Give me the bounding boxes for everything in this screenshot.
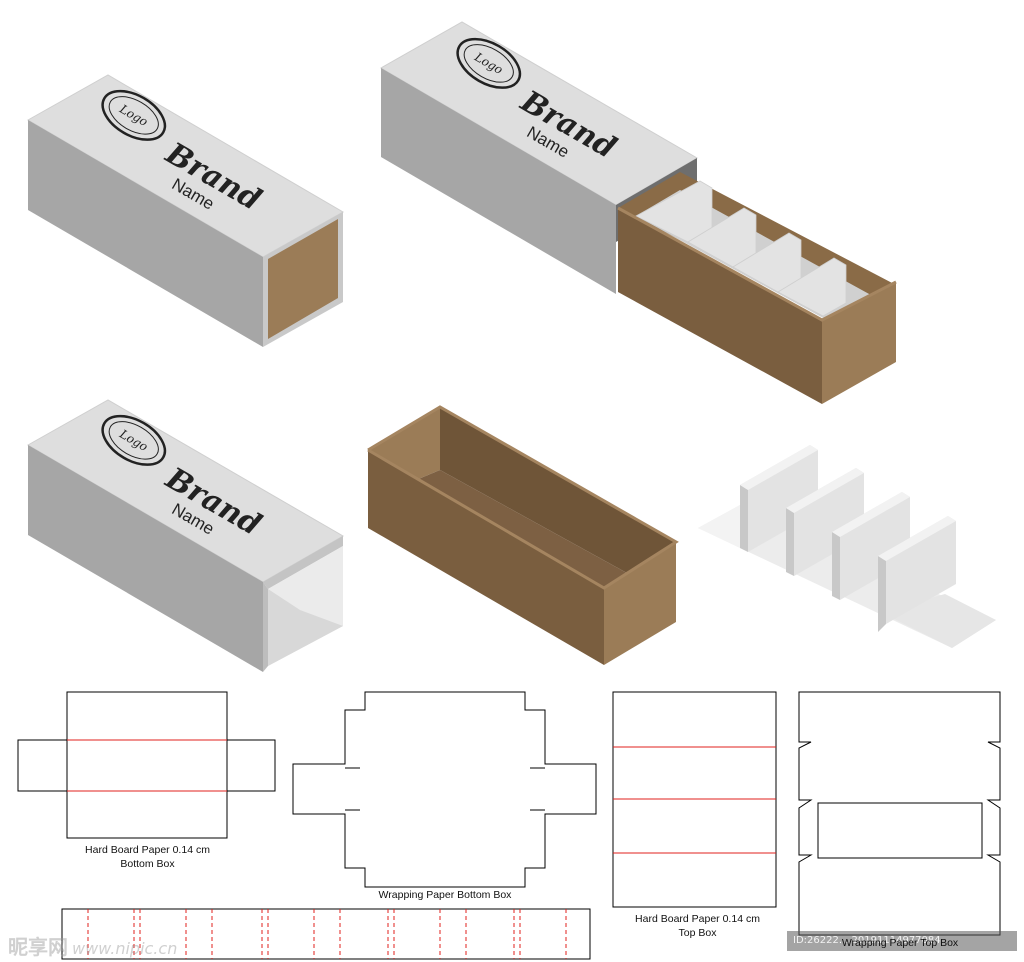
wrapping-bottom-notches bbox=[345, 767, 545, 811]
drawer-rim bbox=[617, 206, 897, 322]
wrapping-top-outline bbox=[798, 691, 1001, 936]
dieline-wrapping-top bbox=[798, 691, 1001, 936]
tray-end-wall bbox=[604, 542, 676, 665]
divider-insert bbox=[698, 445, 996, 648]
top-box-label: Hard Board Paper 0.14 cm Top Box bbox=[610, 912, 785, 940]
insert-base-left bbox=[698, 505, 740, 548]
divider-1 bbox=[635, 180, 713, 243]
bottom-box-center bbox=[66, 691, 228, 839]
drawer-sleeve-side-face bbox=[381, 68, 616, 294]
wrapping-bottom-label: Wrapping Paper Bottom Box bbox=[345, 888, 545, 902]
insert-panel-2-top bbox=[786, 468, 864, 513]
dieline-top-box bbox=[612, 691, 777, 908]
wrapping-bottom-label-line1: Wrapping Paper Bottom Box bbox=[378, 889, 512, 901]
bottom-box-right-flap bbox=[226, 739, 276, 792]
empty-sleeve-opening-top bbox=[263, 536, 343, 589]
tray-front-wall bbox=[368, 450, 604, 665]
wrapping-top-window bbox=[817, 802, 983, 859]
empty-sleeve-rim bbox=[263, 582, 268, 672]
insert-panel-3-edge bbox=[832, 532, 840, 600]
divider-4 bbox=[777, 257, 847, 317]
empty-sleeve-side-face bbox=[28, 445, 263, 672]
top-box-label-line1: Hard Board Paper 0.14 cm bbox=[635, 913, 760, 925]
watermark-brand: 昵享网 bbox=[8, 935, 68, 959]
wrapping-top-label-line1: Wrapping Paper Top Box bbox=[841, 937, 959, 949]
wrapping-top-label: Wrapping Paper Top Box bbox=[810, 936, 990, 950]
insert-panel-1-edge bbox=[740, 485, 748, 552]
empty-sleeve: Logo Brand Name bbox=[26, 399, 345, 672]
wrapping-bottom-outline bbox=[292, 691, 597, 888]
drawer-end-wall bbox=[822, 282, 896, 404]
insert-panel-2-face bbox=[786, 468, 864, 576]
divider-3 bbox=[732, 232, 802, 293]
dieline-bottom-box bbox=[17, 691, 276, 839]
bottom-box-label: Hard Board Paper 0.14 cm Bottom Box bbox=[60, 843, 235, 871]
insert-panel-3-face bbox=[832, 492, 910, 600]
insert-panel-1-top bbox=[740, 445, 818, 490]
divider-2 bbox=[687, 207, 757, 268]
watermark-site: www.nipic.cn bbox=[72, 939, 178, 958]
logo-circle-inner bbox=[108, 421, 159, 460]
logo-circle bbox=[101, 414, 167, 466]
strip-creases bbox=[87, 909, 567, 959]
tray-rim bbox=[367, 405, 679, 590]
open-drawer-box: Logo Brand Name bbox=[379, 21, 897, 404]
drawer-front-wall bbox=[618, 208, 822, 404]
insert-panel-4-edge bbox=[878, 556, 886, 632]
bottom-box-label-line1: Hard Board Paper 0.14 cm bbox=[85, 844, 210, 856]
top-box-label-line2: Top Box bbox=[678, 927, 717, 939]
bottom-box-left-flap bbox=[17, 739, 68, 792]
logo-circle bbox=[456, 37, 522, 89]
logo-circle-inner bbox=[463, 44, 514, 83]
watermark-right: ID:26222... 20191114977084 bbox=[787, 931, 1017, 951]
empty-sleeve-inner-shadow bbox=[268, 589, 343, 666]
insert-panel-2-edge bbox=[786, 508, 794, 576]
strip-outline bbox=[61, 908, 591, 960]
tray-inner-back-wall bbox=[440, 407, 676, 600]
sleeve-side-face bbox=[28, 120, 263, 347]
kraft-end-insert bbox=[268, 219, 338, 339]
insert-panel-1-face bbox=[740, 445, 818, 552]
insert-panel-4-face bbox=[878, 516, 956, 624]
logo-circle bbox=[101, 89, 167, 141]
open-kraft-tray bbox=[367, 405, 679, 665]
dieline-long-strip bbox=[61, 908, 591, 960]
dieline-wrapping-bottom bbox=[292, 691, 597, 888]
closed-sleeve-box: Logo Brand Name bbox=[26, 74, 345, 347]
insert-panel-4-top bbox=[878, 516, 956, 561]
logo-circle-inner bbox=[108, 96, 159, 135]
bottom-box-label-line2: Bottom Box bbox=[120, 858, 175, 870]
insert-panel-3-top bbox=[832, 492, 910, 537]
